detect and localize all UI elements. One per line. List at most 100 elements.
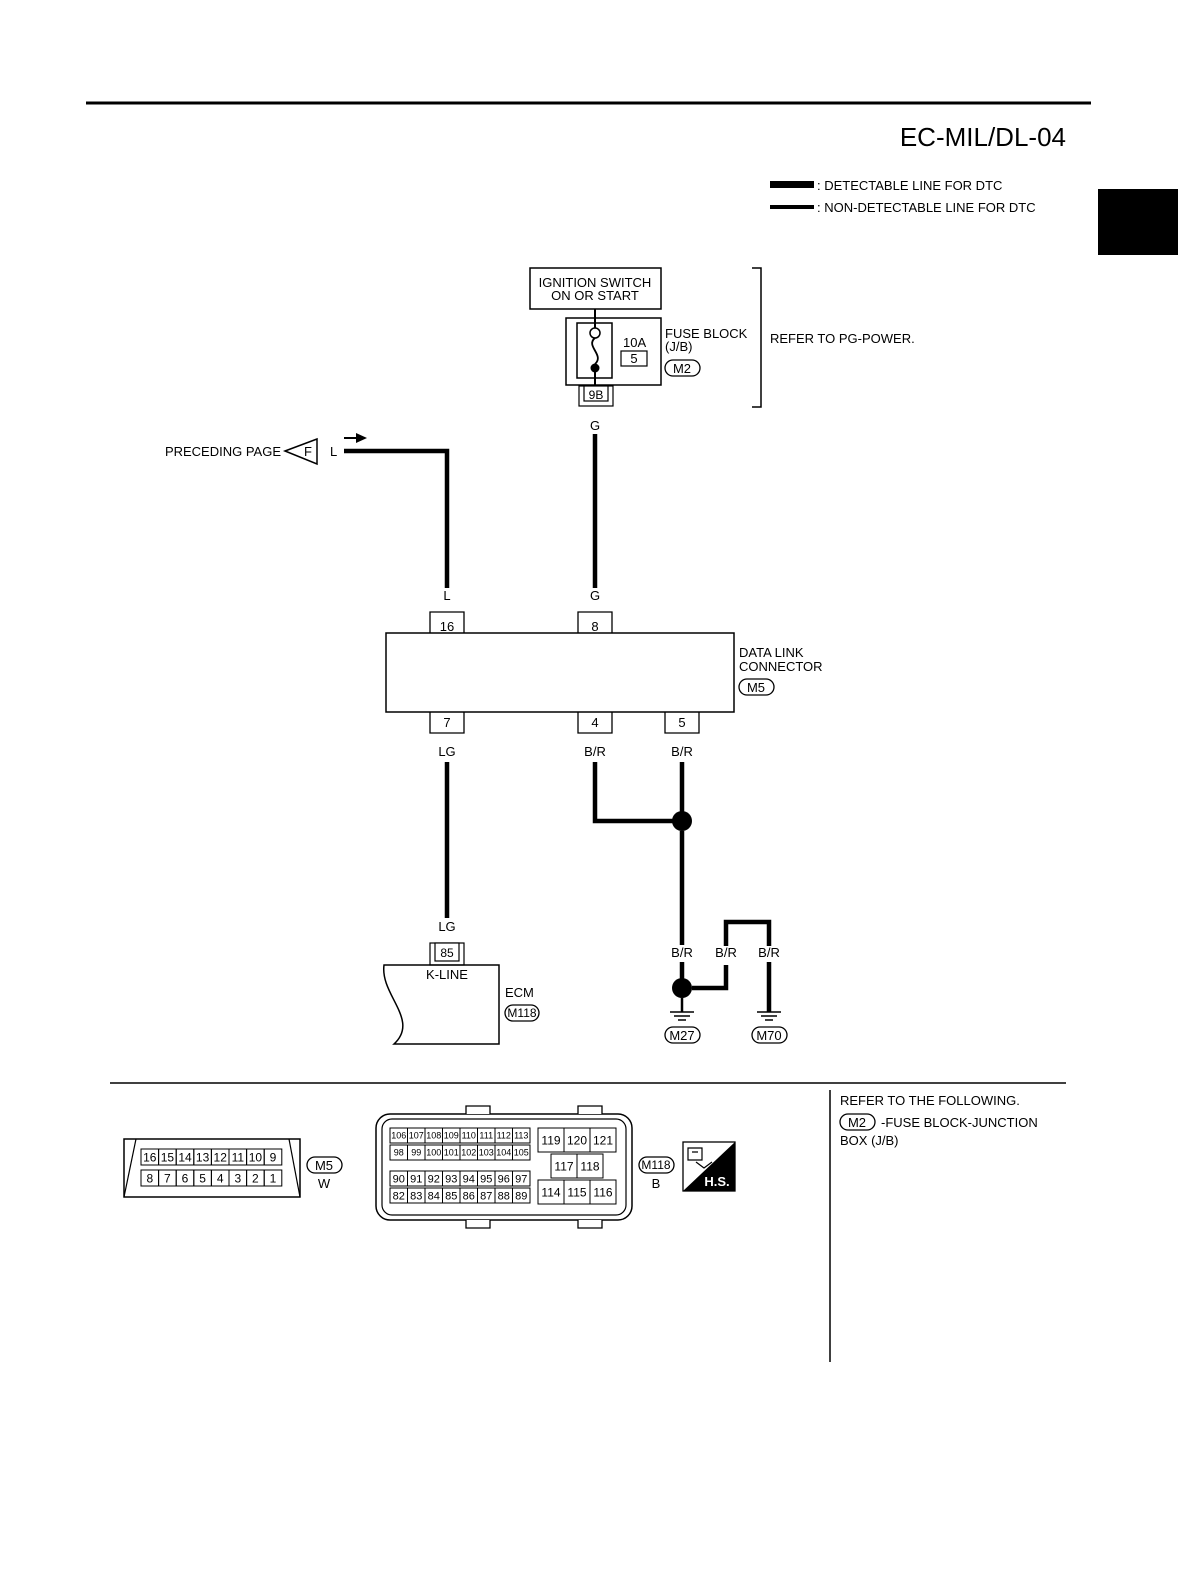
- refer-connector-id: M2: [848, 1115, 866, 1130]
- pin-number: 105: [514, 1148, 529, 1158]
- wire-br-pin4: [592, 762, 682, 824]
- pin-cell: [576, 1153, 604, 1179]
- m5-face-left-bevel: [123, 1138, 137, 1198]
- pin-number: 15: [161, 1150, 175, 1164]
- refer-line1: -FUSE BLOCK-JUNCTION: [881, 1115, 1038, 1130]
- pin-number: 84: [428, 1190, 440, 1202]
- dlc-pin-8-frame: [577, 611, 613, 633]
- pin-number: 116: [593, 1185, 612, 1199]
- pin-number: 92: [428, 1173, 440, 1185]
- fuse-number: 5: [630, 351, 637, 366]
- pin-number: 119: [541, 1133, 560, 1147]
- ecm-label: ECM: [505, 985, 534, 1000]
- pin-number: 11: [232, 1150, 245, 1164]
- refer-connector-badge: [839, 1113, 876, 1131]
- dlc-pin-16-frame: [429, 611, 465, 633]
- preceding-page-flag-icon: [282, 437, 318, 466]
- wire-color-br-pin5: B/R: [671, 744, 693, 759]
- fuse-element-icon: [591, 337, 599, 365]
- ground-m27-badge: [664, 1026, 701, 1044]
- dlc-pin-8: 8: [591, 619, 598, 634]
- dlc-pin-5-frame: [664, 712, 700, 734]
- pin-cell: [589, 1127, 617, 1153]
- pin-number: 118: [580, 1159, 599, 1173]
- dlc-sublabel: CONNECTOR: [739, 659, 823, 674]
- wire-harness-icon: [695, 1161, 713, 1169]
- refer-box: REFER TO THE FOLLOWING. M2 -FUSE BLOCK-J…: [839, 1093, 1038, 1148]
- ecm-connector-badge: [504, 1004, 540, 1022]
- pin-number: 117: [554, 1159, 573, 1173]
- m118-latch-bottom-right: [577, 1220, 603, 1229]
- pin-number: 114: [541, 1185, 560, 1199]
- pin-number: 108: [426, 1131, 441, 1141]
- m118-view-badge: [638, 1156, 675, 1174]
- pin-number: 5: [199, 1171, 206, 1185]
- pin-number: 100: [426, 1148, 441, 1158]
- fuse-block-connector-badge: [664, 359, 701, 377]
- m118-latch-top-left: [465, 1105, 491, 1114]
- splice-upper: [672, 811, 692, 831]
- page-title: EC-MIL/DL-04: [900, 122, 1066, 152]
- m5-face-right-bevel: [288, 1138, 301, 1198]
- pin-number: 102: [461, 1148, 476, 1158]
- ecm: 85 K-LINE ECM M118: [383, 942, 540, 1045]
- wire-color-lg-bottom: LG: [438, 919, 455, 934]
- pin-number: 101: [444, 1148, 459, 1158]
- pin-number: 85: [445, 1190, 457, 1202]
- pin-number: 8: [146, 1171, 153, 1185]
- splice-lower: [672, 978, 692, 998]
- pin-number: 107: [409, 1131, 424, 1141]
- pin-number: 7: [164, 1171, 171, 1185]
- m5-view-id: M5: [315, 1158, 333, 1173]
- pin-number: 13: [196, 1150, 210, 1164]
- fuse-block-label: FUSE BLOCK: [665, 326, 748, 341]
- pin-number: 112: [497, 1131, 511, 1141]
- pin-number: 90: [393, 1173, 405, 1185]
- pin-number: 115: [567, 1185, 586, 1199]
- fuse-block: 10A 5 FUSE BLOCK (J/B) M2 9B: [565, 317, 748, 407]
- pin-number: 87: [480, 1190, 492, 1202]
- refer-line2: BOX (J/B): [840, 1133, 899, 1148]
- m118-face-inner: [381, 1118, 627, 1216]
- ecm-terminal-85: 85: [440, 946, 454, 960]
- wire-br-jumper-left: [692, 965, 729, 991]
- pin-number: 14: [178, 1150, 192, 1164]
- terminal-9b-box: [583, 385, 609, 402]
- pin-number: 96: [498, 1173, 510, 1185]
- pin-number: 86: [463, 1190, 475, 1202]
- fuse-block-connector-id: M2: [673, 361, 691, 376]
- wire-color-lg-top: LG: [438, 744, 455, 759]
- ecm-body: [383, 964, 500, 1045]
- pin-number: 4: [217, 1171, 224, 1185]
- pin-number: 2: [252, 1171, 259, 1185]
- direction-arrow-icon: [356, 433, 367, 443]
- ground-m70: M70: [751, 1011, 788, 1044]
- pin-cell: [263, 1148, 283, 1166]
- ignition-switch-line2: ON OR START: [551, 288, 639, 303]
- ground-m27-id: M27: [669, 1028, 694, 1043]
- terminal-9b-label: 9B: [589, 388, 604, 402]
- ground-m27: M27: [664, 1011, 701, 1044]
- fuse-amperage: 10A: [623, 335, 646, 350]
- legend-non-detectable-swatch: [770, 205, 814, 209]
- pin-cell: [589, 1179, 617, 1205]
- m118-latch-bottom-left: [465, 1220, 491, 1229]
- connector-plug-icon: [687, 1147, 703, 1161]
- harness-side-icon: H.S.: [682, 1141, 736, 1192]
- pin-number: 82: [393, 1190, 405, 1202]
- pin-number: 109: [444, 1131, 459, 1141]
- wire-color-br-main: B/R: [671, 945, 693, 960]
- pin-number: 16: [143, 1150, 157, 1164]
- preceding-page-label: PRECEDING PAGE: [165, 444, 281, 459]
- dlc-body: [385, 632, 735, 713]
- pin-number: 91: [410, 1173, 422, 1185]
- pin-number: 95: [480, 1173, 492, 1185]
- m5-view-color: W: [318, 1176, 331, 1191]
- m5-view-badge: [306, 1156, 343, 1174]
- fuse-block-sublabel: (J/B): [665, 339, 692, 354]
- pin-number: 10: [249, 1150, 263, 1164]
